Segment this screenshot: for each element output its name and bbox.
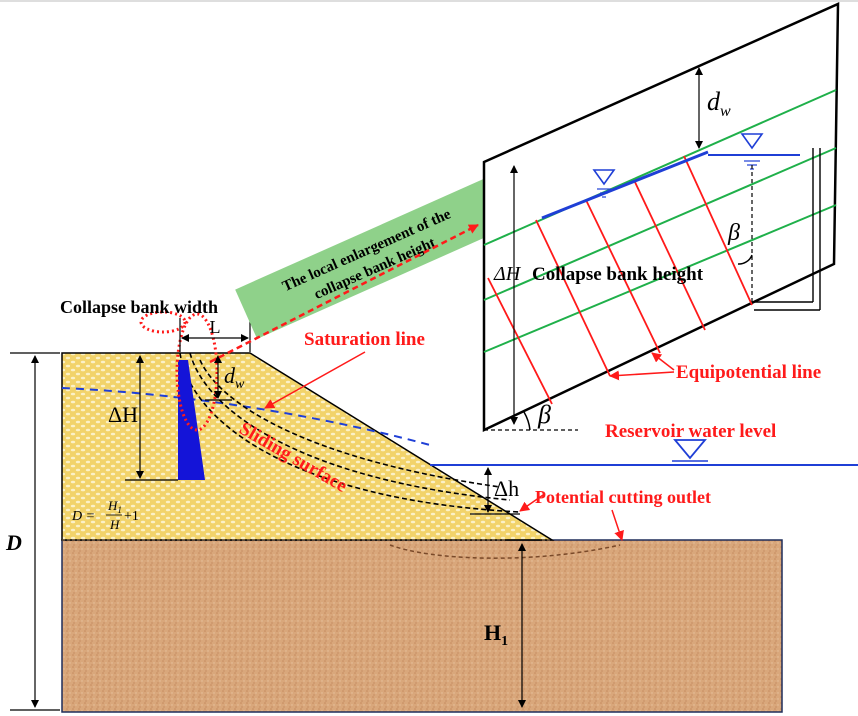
- D-label: D: [5, 530, 22, 555]
- deltaH-label: ΔH: [108, 402, 138, 427]
- foundation-clay-layer: [61, 539, 783, 713]
- svg-text:+1: +1: [124, 509, 139, 524]
- collapse-bank-width-label: Collapse bank width: [60, 297, 218, 317]
- inset-equipotential-4: [633, 179, 706, 331]
- D-formula: D = H1 H +1: [71, 498, 139, 532]
- inset-beta-bottom-label: β: [537, 400, 551, 429]
- equipotential-line-label: Equipotential line: [676, 362, 821, 383]
- dw-label: dw: [224, 363, 245, 392]
- delta-h-label: Δh: [494, 476, 519, 501]
- L-label: L: [210, 317, 221, 337]
- cutting-outlet-arrow-1: [519, 494, 544, 512]
- inset-beta-top-label: β: [727, 220, 740, 246]
- inset-enlargement: β dw ΔH Collapse bank height β: [482, 2, 840, 432]
- inset-equipotential-1: [487, 277, 553, 405]
- inset-green-line-3: [483, 204, 837, 353]
- sliding-surface-curve-2: [189, 352, 511, 501]
- svg-text:H1: H1: [107, 498, 122, 515]
- collapse-wedge: [178, 360, 205, 480]
- inset-deltaH-label: ΔH: [493, 263, 522, 285]
- inset-beta-arc-top: [737, 254, 753, 265]
- svg-text:D =: D =: [71, 509, 95, 524]
- potential-cutting-curve: [389, 544, 621, 559]
- bank-width-ellipse: [139, 310, 187, 334]
- inset-phreatic-line: [541, 150, 709, 220]
- saturation-line-label: Saturation line: [304, 329, 425, 350]
- saturation-line-arrow: [264, 351, 366, 409]
- potential-cutting-outlet-label: Potential cutting outlet: [535, 487, 711, 507]
- inset-dw-label: dw: [707, 87, 731, 120]
- reservoir-water-level-label: Reservoir water level: [605, 421, 776, 442]
- cutting-outlet-arrow-2: [611, 509, 624, 541]
- inset-equipotential-3: [585, 199, 661, 354]
- water-level-symbol: [672, 439, 708, 462]
- inset-green-line-2: [483, 147, 837, 301]
- inset-equipotential-2: [535, 219, 611, 377]
- equipotential-arrow-1: [651, 352, 675, 371]
- sliding-surface-curve-3: [199, 359, 501, 488]
- inset-collapse-bank-height-label: Collapse bank height: [532, 264, 704, 285]
- equipotential-arrow-2: [609, 370, 675, 381]
- H1-label: H1: [484, 620, 508, 649]
- inset-equipotential-5: [683, 155, 753, 306]
- inset-frame: [482, 2, 840, 432]
- saturation-line-curve: [61, 387, 431, 446]
- inset-beta-arc-bottom: [523, 411, 531, 431]
- inset-water-symbol-1: [592, 169, 616, 198]
- enlargement-arrow: [209, 223, 479, 364]
- enlargement-callout: The local enlargement of the collapse ba…: [235, 178, 506, 339]
- sliding-surface-curve-1: [179, 352, 521, 513]
- svg-text:H: H: [109, 517, 120, 532]
